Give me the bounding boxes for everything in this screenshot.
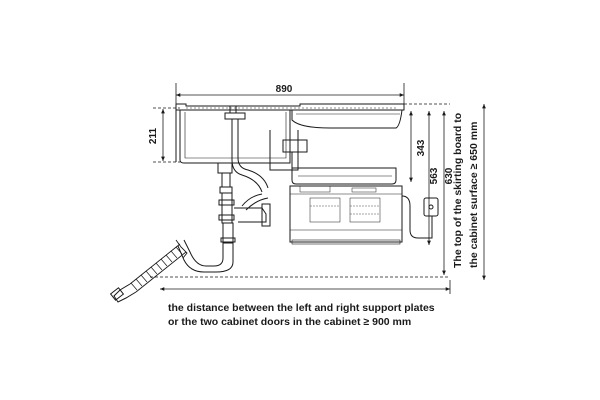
width-label: 890 [276, 84, 293, 95]
height-563-label: 563 [429, 167, 440, 184]
height-dimension-563: 563 [427, 111, 440, 245]
support-distance-note-line2: or the two cabinet doors in the cabinet … [168, 316, 412, 328]
support-distance-note-line1: the distance between the left and right … [168, 302, 435, 314]
height-343-label: 343 [416, 139, 427, 156]
height-dimension-630: 630 [442, 111, 455, 275]
bowl-depth-dimension: 211 [148, 107, 180, 163]
width-dimension: 890 [175, 83, 405, 106]
cabinet-floor-line [150, 103, 450, 278]
height-dimension-343: 343 [409, 111, 427, 182]
sink [175, 103, 405, 164]
support-distance-dimension [160, 280, 451, 294]
skirting-note-line1: The top of the skirting board to [452, 112, 464, 268]
skirting-note-line2: the cabinet surface ≥ 650 mm [468, 121, 480, 268]
drain-pipes [109, 119, 271, 303]
bowl-depth-label: 211 [148, 127, 159, 144]
height-630-label: 630 [444, 167, 455, 184]
flexible-hose [129, 239, 188, 293]
dishwasher-unit [269, 130, 439, 245]
